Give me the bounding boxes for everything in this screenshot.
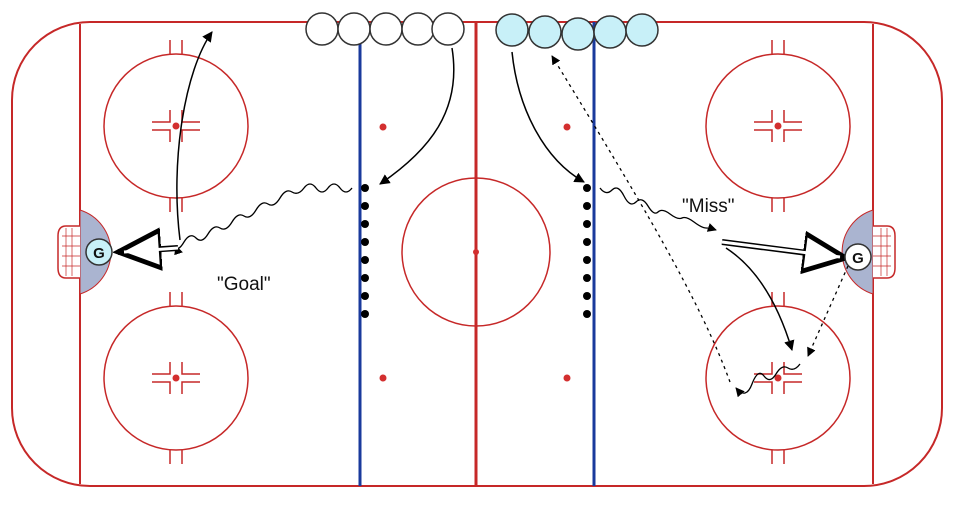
faceoff-circle-left-bottom (103, 292, 249, 464)
left-goalie-label: G (93, 245, 105, 262)
goal-label: "Goal" (217, 274, 271, 295)
puck (583, 256, 591, 264)
puck-stack-right (583, 184, 591, 318)
shot-right-miss-inner (721, 240, 841, 259)
puck (361, 292, 369, 300)
puck (583, 184, 591, 192)
puck-carry-right-low (735, 363, 801, 398)
skate-path-left-back (176, 31, 213, 241)
white-team-line (305, 12, 465, 46)
player-cyan (593, 15, 627, 49)
cyan-team-line (495, 13, 659, 51)
faceoff-circle-right-top (705, 40, 851, 212)
right-goal-net (873, 225, 896, 279)
puck (361, 256, 369, 264)
puck-stack-left (361, 184, 369, 318)
neutral-dot-right-bottom (563, 374, 571, 382)
puck (361, 184, 369, 192)
player-cyan (495, 13, 529, 47)
player-white (431, 12, 465, 46)
player-white (401, 12, 435, 46)
player-white (337, 12, 371, 46)
puck (583, 274, 591, 282)
shot-left-on-goal-inner (123, 246, 179, 254)
faceoff-circle-right-bottom (705, 292, 851, 464)
player-cyan (528, 15, 562, 49)
left-goal-net (57, 225, 80, 279)
puck (361, 220, 369, 228)
player-white (305, 12, 339, 46)
right-goalie-label: G (852, 250, 864, 267)
center-circle (401, 177, 551, 327)
miss-label: "Miss" (682, 196, 735, 217)
puck (583, 292, 591, 300)
player-cyan (561, 17, 595, 51)
skate-path-left-to-pucks (379, 47, 455, 185)
player-white (369, 12, 403, 46)
puck (583, 202, 591, 210)
puck (583, 310, 591, 318)
left-goalie: G (85, 238, 113, 266)
puck (583, 220, 591, 228)
center-faceoff-dot (473, 249, 479, 255)
puck (361, 202, 369, 210)
puck-carry-left (174, 183, 353, 256)
puck (361, 310, 369, 318)
player-cyan (625, 13, 659, 47)
puck (361, 274, 369, 282)
pass-right-dashed-up (551, 55, 731, 383)
neutral-dot-left-bottom (379, 374, 387, 382)
skate-path-right-to-circle (725, 247, 795, 352)
right-goalie: G (844, 243, 872, 271)
neutral-dot-right-top (563, 123, 571, 131)
pass-from-goalie-dashed (807, 265, 849, 357)
puck-carry-right (599, 187, 717, 232)
puck (361, 238, 369, 246)
puck (583, 238, 591, 246)
neutral-dot-left-top (379, 123, 387, 131)
faceoff-circle-left-top (103, 40, 249, 212)
skate-path-right-to-pucks (511, 51, 585, 183)
